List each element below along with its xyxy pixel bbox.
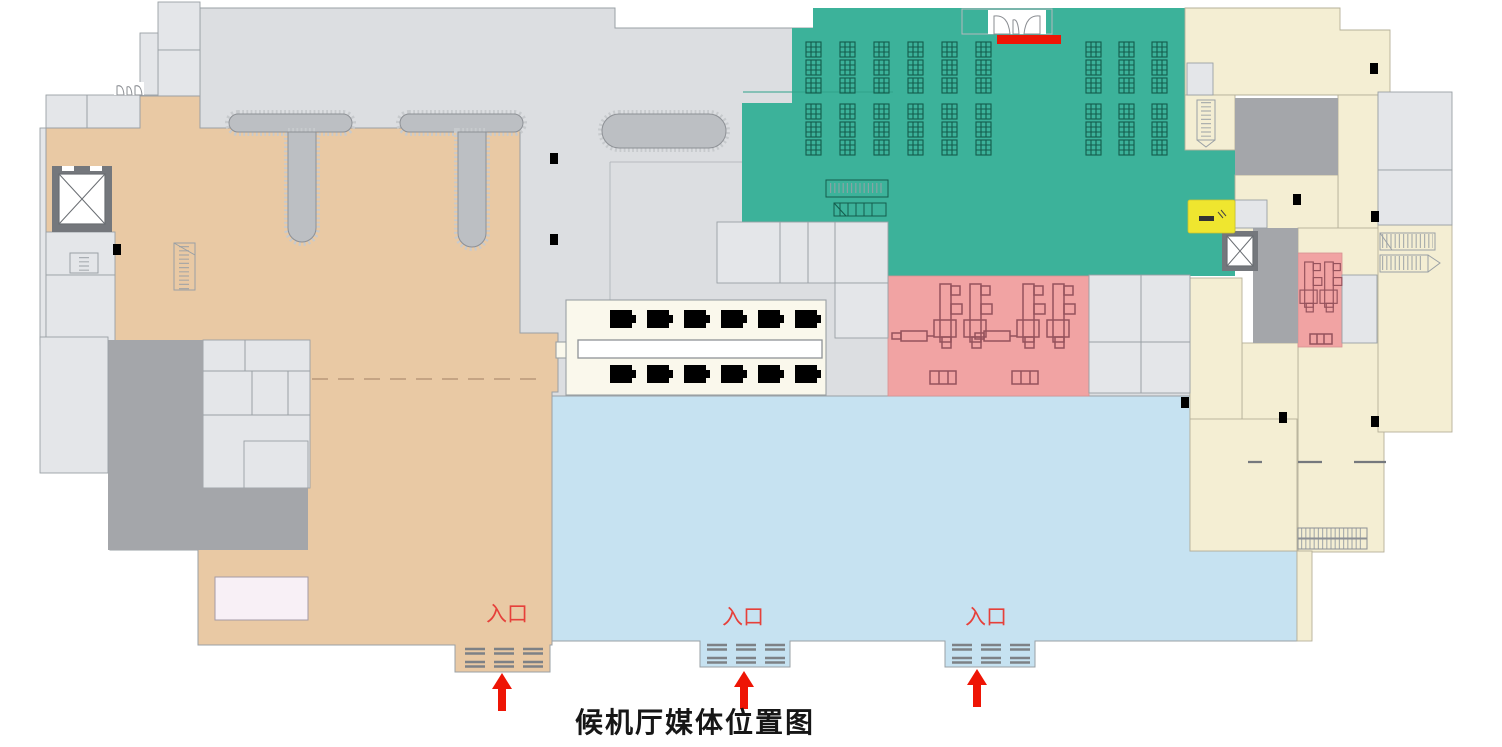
gate-door-icon <box>961 8 1053 35</box>
entrance-label: 入口 <box>722 606 764 629</box>
stairs-icon <box>1196 99 1216 148</box>
double-door-icon <box>114 82 144 96</box>
entrance-label: 入口 <box>486 603 528 626</box>
baggage-carousel-icon <box>396 110 527 251</box>
entrance-label: 入口 <box>965 606 1007 629</box>
back-of-house-rooms <box>39 62 1453 621</box>
escalator-icon <box>1297 527 1368 550</box>
baggage-belt-icon <box>577 339 823 359</box>
booth-glyph-icon <box>1217 209 1227 219</box>
pale-room <box>214 576 309 621</box>
map-title: 候机厅媒体位置图 <box>575 706 815 738</box>
baggage-carousel-icon <box>598 110 730 152</box>
entrance-door-icon <box>707 643 785 664</box>
stairs-icon <box>1379 232 1441 273</box>
service-block <box>203 488 308 550</box>
entrance-arrow-icon <box>492 669 987 711</box>
entrance-door-icon <box>465 647 543 668</box>
security-scanner-icon <box>891 283 1076 385</box>
service-block <box>1235 98 1338 175</box>
commercial-room <box>1189 418 1298 552</box>
checkin-island <box>555 299 827 396</box>
service-block <box>108 340 203 550</box>
security-scanner-icon <box>1299 261 1343 345</box>
elevator-icon <box>1222 231 1258 271</box>
booth-counter-icon <box>1199 216 1214 221</box>
baggage-carousel-icon <box>225 110 356 246</box>
media-position-booth <box>1187 199 1236 234</box>
entrance-door-icon <box>952 643 1030 664</box>
media-position-bar <box>997 35 1061 44</box>
backroom-blocks-topleft <box>39 1 201 346</box>
service-block <box>1253 228 1298 343</box>
stairs-icon <box>173 242 196 291</box>
region-security-zone-main <box>887 275 1090 397</box>
stairs-icon <box>69 252 99 274</box>
escalator-icon <box>825 179 889 217</box>
region-entrance-hall <box>551 395 1298 668</box>
elevator-icon <box>52 166 112 232</box>
